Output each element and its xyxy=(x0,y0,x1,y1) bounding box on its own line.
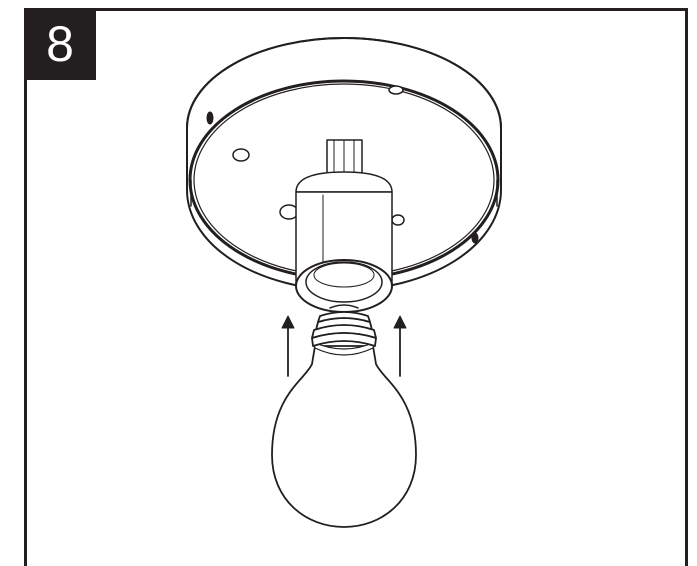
upward-arrow-right xyxy=(394,316,406,376)
light-bulb xyxy=(272,305,416,527)
step-number: 8 xyxy=(46,16,74,72)
lamp-socket xyxy=(296,140,392,312)
upward-arrow-left xyxy=(282,316,294,376)
step-badge: 8 xyxy=(24,8,96,80)
